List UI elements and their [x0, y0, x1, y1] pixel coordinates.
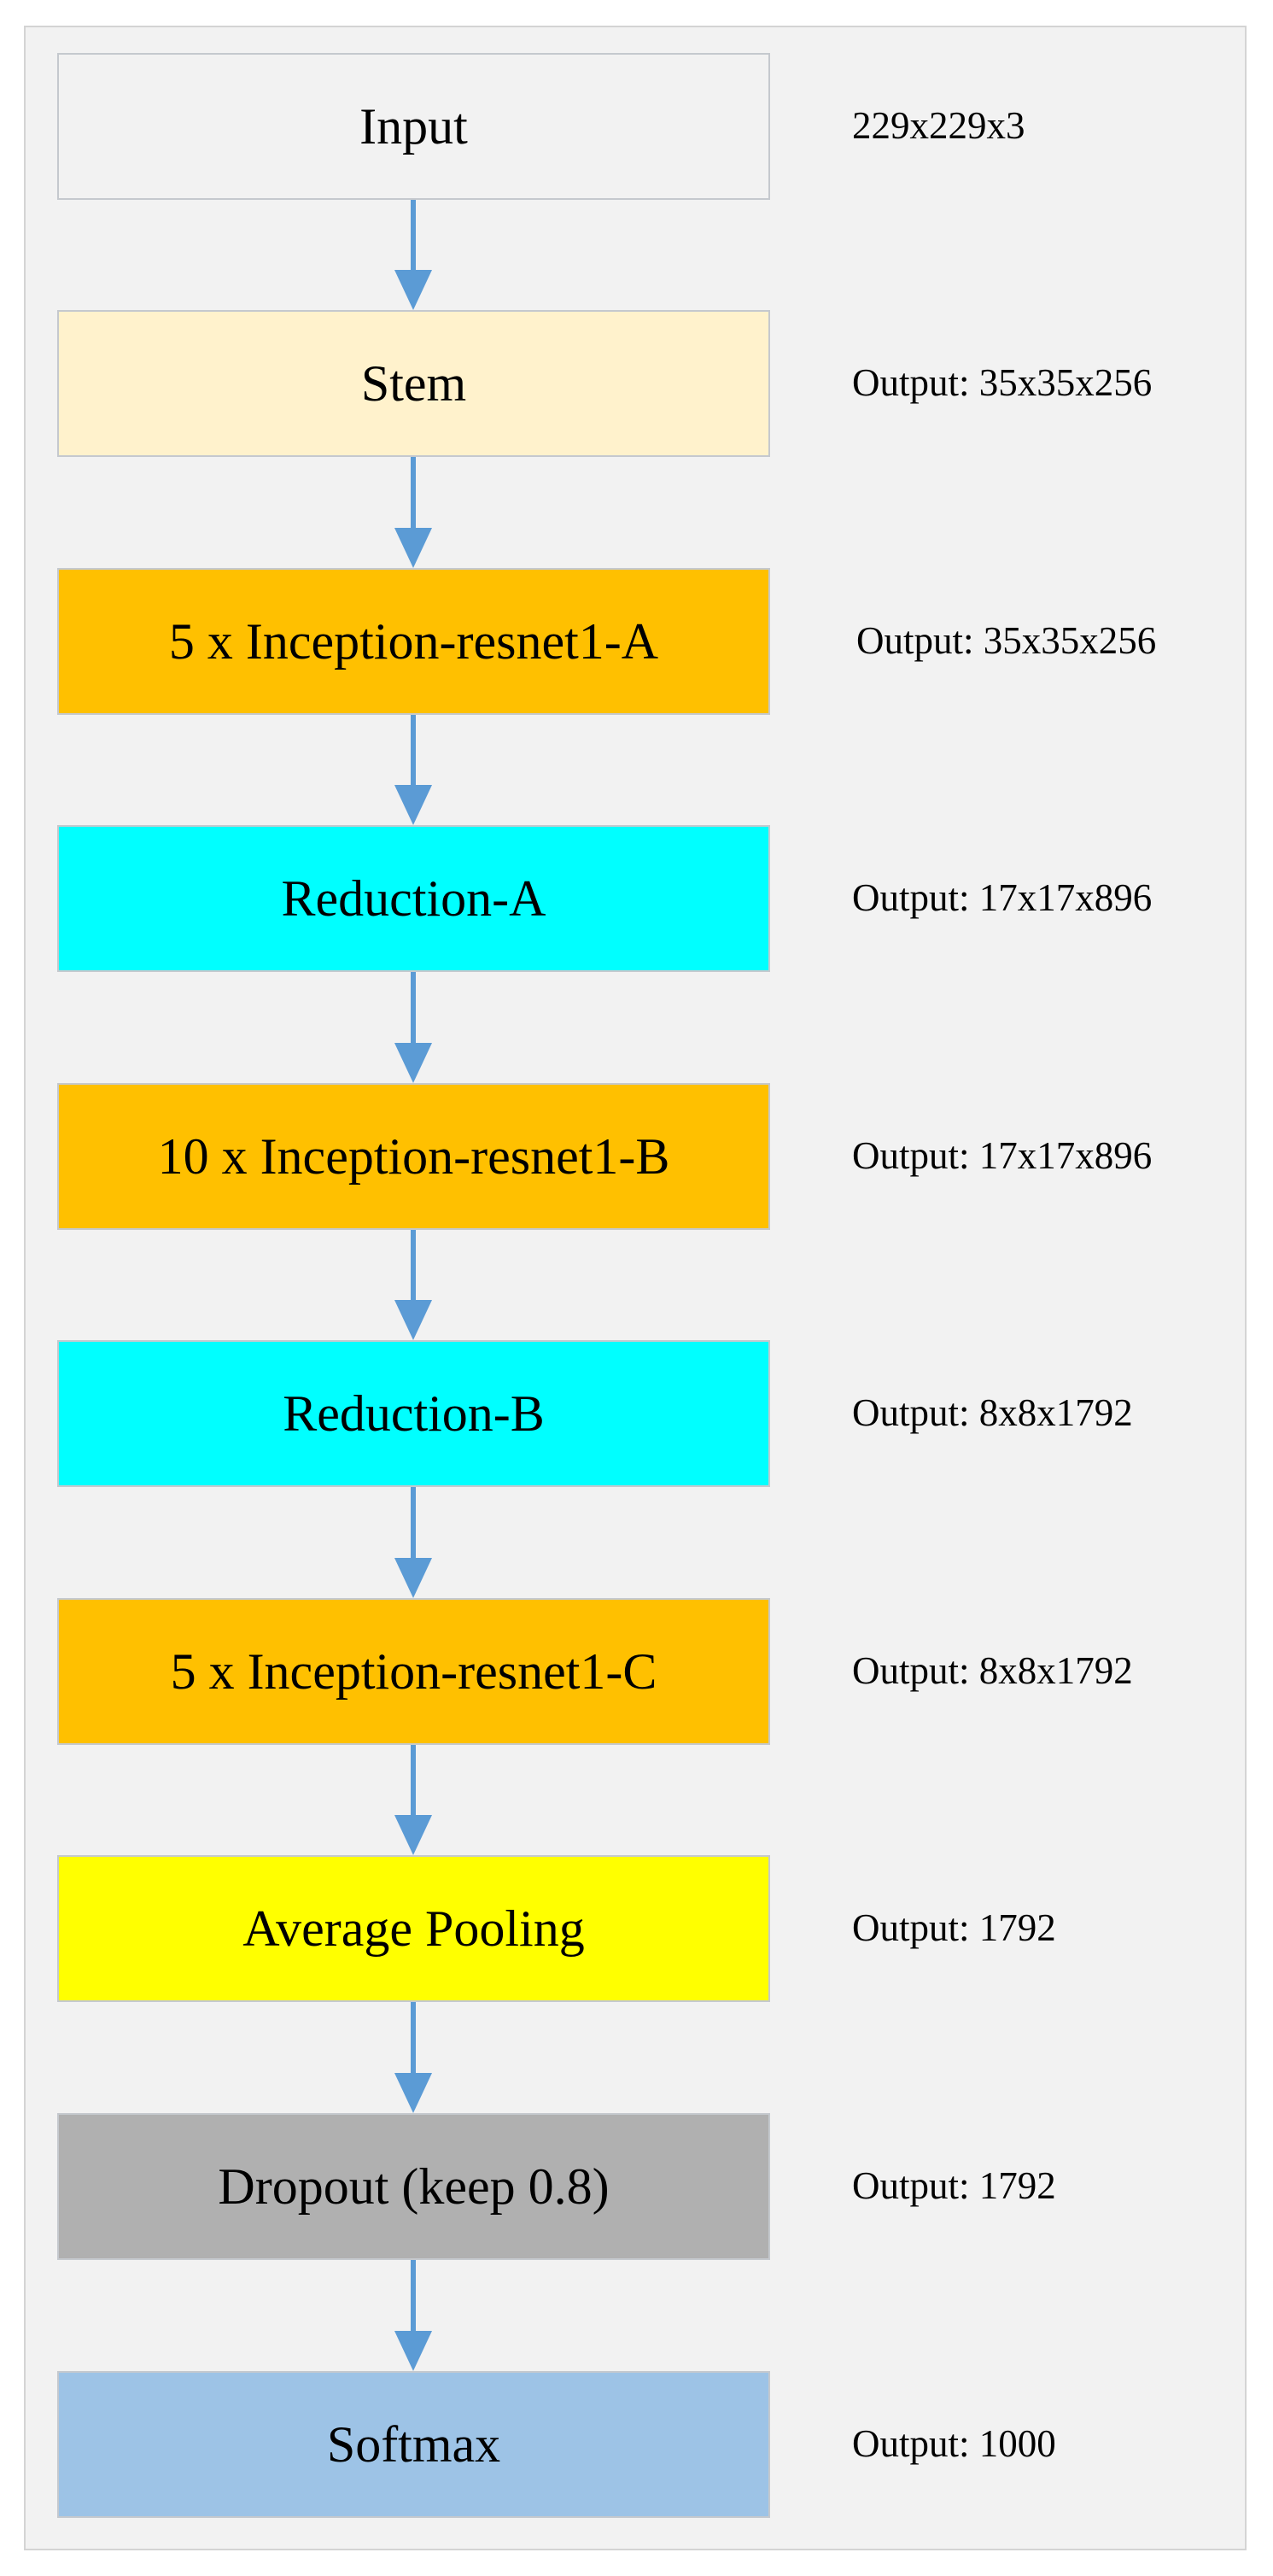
block-stem: Stem: [57, 310, 770, 457]
block-input: Input: [57, 53, 770, 200]
arrow-down-icon: [394, 1230, 432, 1340]
output-label-softmax: Output: 1000: [852, 2422, 1056, 2465]
block-inception-resnet-c-label: 5 x Inception-resnet1-C: [170, 1642, 657, 1700]
block-reduction-a-label: Reduction-A: [281, 869, 546, 927]
block-inception-resnet-b: 10 x Inception-resnet1-B: [57, 1083, 770, 1230]
output-label-dropout: Output: 1792: [852, 2164, 1056, 2207]
block-inception-resnet-a-label: 5 x Inception-resnet1-A: [168, 612, 659, 670]
arrow-down-icon: [394, 200, 432, 310]
arrow-down-icon: [394, 715, 432, 825]
arrow-down-icon: [394, 1487, 432, 1598]
arrow-down-icon: [394, 457, 432, 568]
block-inception-resnet-a: 5 x Inception-resnet1-A: [57, 568, 770, 715]
block-inception-resnet-c: 5 x Inception-resnet1-C: [57, 1598, 770, 1745]
block-dropout-label: Dropout (keep 0.8): [218, 2157, 610, 2215]
output-label-inception-resnet-a: Output: 35x35x256: [856, 619, 1157, 662]
output-label-average-pooling: Output: 1792: [852, 1906, 1056, 1949]
output-label-stem: Output: 35x35x256: [852, 361, 1153, 404]
block-reduction-b-label: Reduction-B: [283, 1385, 545, 1442]
block-dropout: Dropout (keep 0.8): [57, 2113, 770, 2260]
arrow-down-icon: [394, 972, 432, 1083]
output-label-reduction-a: Output: 17x17x896: [852, 876, 1153, 919]
arrow-down-icon: [394, 1745, 432, 1855]
block-input-label: Input: [359, 97, 468, 155]
block-reduction-b: Reduction-B: [57, 1340, 770, 1487]
arrow-down-icon: [394, 2002, 432, 2113]
block-stem-label: Stem: [360, 354, 467, 412]
arrow-down-icon: [394, 2260, 432, 2371]
output-label-reduction-b: Output: 8x8x1792: [852, 1391, 1133, 1434]
block-average-pooling-label: Average Pooling: [242, 1900, 585, 1957]
output-label-inception-resnet-b: Output: 17x17x896: [852, 1134, 1153, 1177]
output-label-input: 229x229x3: [852, 104, 1025, 147]
block-softmax: Softmax: [57, 2371, 770, 2518]
block-average-pooling: Average Pooling: [57, 1855, 770, 2002]
block-inception-resnet-b-label: 10 x Inception-resnet1-B: [157, 1127, 670, 1185]
block-softmax-label: Softmax: [326, 2415, 501, 2473]
output-label-inception-resnet-c: Output: 8x8x1792: [852, 1649, 1133, 1692]
block-reduction-a: Reduction-A: [57, 825, 770, 972]
